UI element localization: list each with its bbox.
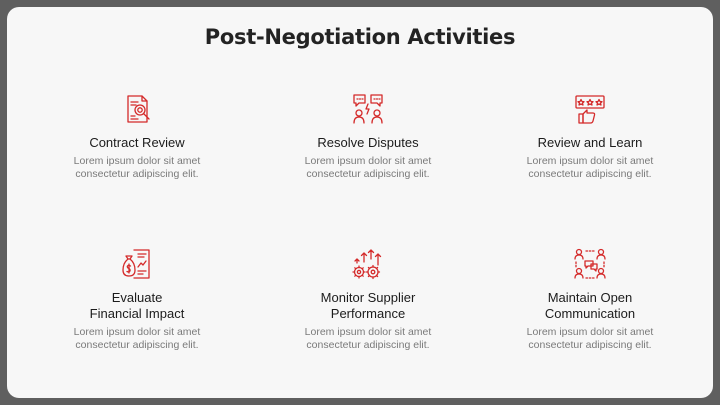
card-resolve-disputes: Resolve Disputes Lorem ipsum dolor sit a… xyxy=(268,92,468,181)
rating-review-icon xyxy=(575,95,605,124)
card-label: Monitor Supplier xyxy=(320,290,416,305)
card-review-and-learn: Review and Learn Lorem ipsum dolor sit a… xyxy=(490,92,690,181)
card-evaluate-financial-impact: Evaluate Financial Impact Lorem ipsum do… xyxy=(37,247,237,352)
card-description-line: Lorem ipsum dolor sit amet xyxy=(73,155,201,167)
card-description-line: Lorem ipsum dolor sit amet xyxy=(304,326,432,338)
card-contract-review: Contract Review Lorem ipsum dolor sit am… xyxy=(37,92,237,181)
dispute-chat-icon xyxy=(353,94,383,124)
card-monitor-supplier-performance: Monitor Supplier Performance Lorem ipsum… xyxy=(268,247,468,352)
card-description-line: consectetur adipiscing elit. xyxy=(528,168,652,180)
card-label: Financial Impact xyxy=(89,306,185,321)
financial-impact-icon xyxy=(122,249,150,279)
card-maintain-open-communication: Maintain Open Communication Lorem ipsum … xyxy=(490,247,690,352)
card-description-line: Lorem ipsum dolor sit amet xyxy=(526,155,654,167)
card-description-line: consectetur adipiscing elit. xyxy=(75,339,199,351)
card-description-line: consectetur adipiscing elit. xyxy=(306,168,430,180)
card-description-line: Lorem ipsum dolor sit amet xyxy=(73,326,201,338)
card-label: Review and Learn xyxy=(537,135,643,150)
communication-network-icon xyxy=(574,248,606,279)
card-description-line: consectetur adipiscing elit. xyxy=(306,339,430,351)
card-label: Performance xyxy=(330,306,406,321)
card-description-line: Lorem ipsum dolor sit amet xyxy=(304,155,432,167)
card-label: Resolve Disputes xyxy=(317,135,419,150)
contract-search-icon xyxy=(127,95,150,123)
card-label: Communication xyxy=(544,306,636,321)
card-label: Evaluate xyxy=(111,290,163,305)
page-title: Post-Negotiation Activities xyxy=(204,25,516,49)
card-description-line: consectetur adipiscing elit. xyxy=(75,168,199,180)
card-description-line: consectetur adipiscing elit. xyxy=(528,339,652,351)
slide: Post-Negotiation Activities Contract Rev… xyxy=(7,7,713,398)
card-label: Contract Review xyxy=(89,135,185,150)
card-label: Maintain Open xyxy=(547,290,633,305)
card-description-line: Lorem ipsum dolor sit amet xyxy=(526,326,654,338)
performance-gears-icon xyxy=(352,249,382,280)
